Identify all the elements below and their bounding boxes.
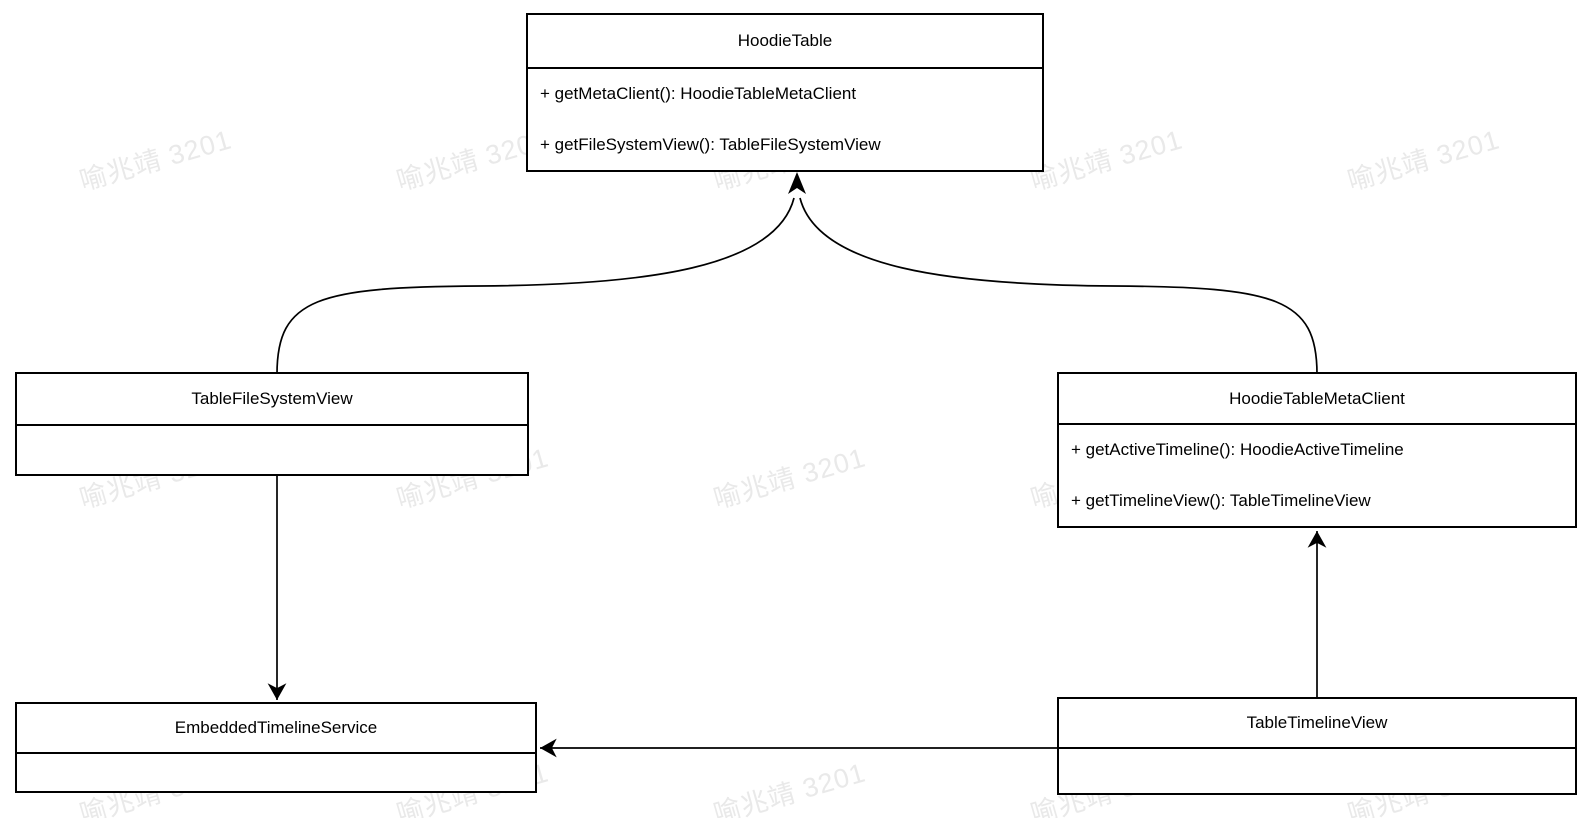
class-method: + getTimelineView(): TableTimelineView [1071, 490, 1371, 510]
class-box-tabletimelineview: TableTimelineView [1057, 697, 1577, 795]
class-method: + getFileSystemView(): TableFileSystemVi… [540, 134, 881, 154]
class-title: TableFileSystemView [17, 374, 527, 426]
class-method: + getMetaClient(): HoodieTableMetaClient [540, 84, 857, 104]
class-methods-compartment [17, 426, 527, 474]
class-title: TableTimelineView [1059, 699, 1575, 749]
class-box-hoodietable: HoodieTable + getMetaClient(): HoodieTab… [526, 13, 1044, 172]
class-methods-compartment: + getMetaClient(): HoodieTableMetaClient… [528, 69, 1042, 170]
class-box-tablefilesystemview: TableFileSystemView [15, 372, 529, 476]
class-method: + getActiveTimeline(): HoodieActiveTimel… [1071, 440, 1404, 460]
class-methods-compartment: + getActiveTimeline(): HoodieActiveTimel… [1059, 425, 1575, 526]
edge-hoodietablemetaclient-to-hoodietable [799, 197, 1318, 375]
edge-tablefilesystemview-to-hoodietable [276, 197, 795, 375]
class-title: HoodieTableMetaClient [1059, 374, 1575, 425]
class-title: EmbeddedTimelineService [17, 704, 535, 754]
class-box-embeddedtimelineservice: EmbeddedTimelineService [15, 702, 537, 793]
class-methods-compartment [17, 754, 535, 791]
class-methods-compartment [1059, 749, 1575, 793]
class-box-hoodietablemetaclient: HoodieTableMetaClient + getActiveTimelin… [1057, 372, 1577, 528]
class-title: HoodieTable [528, 15, 1042, 69]
shared-arrowhead-icon [788, 172, 806, 194]
